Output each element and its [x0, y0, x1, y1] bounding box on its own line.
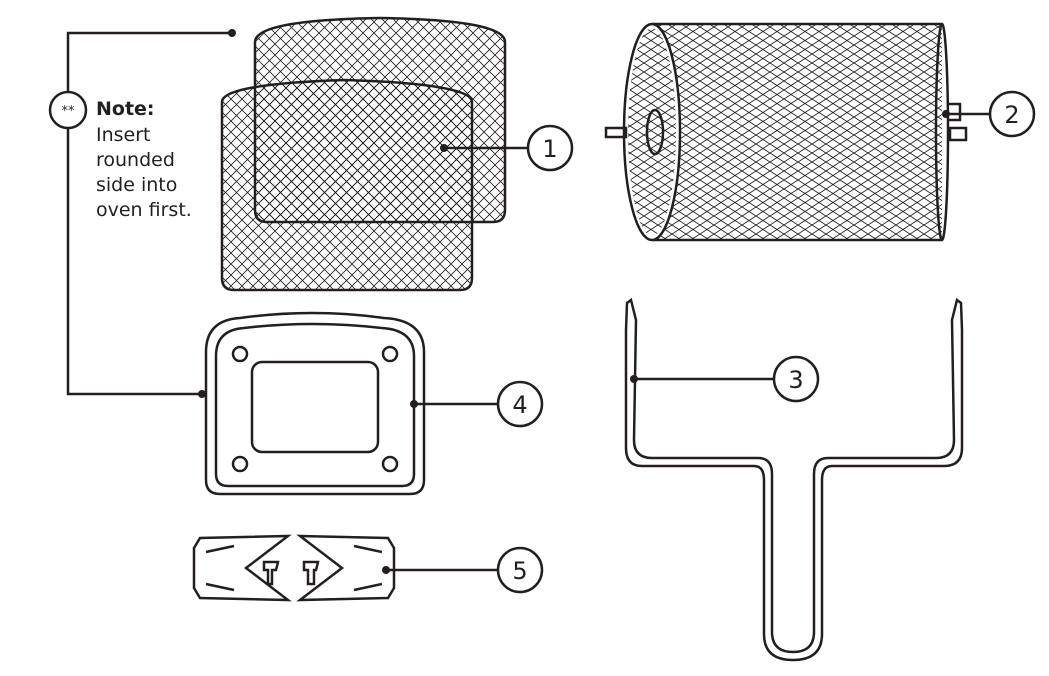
- callout-5-label: 5: [512, 557, 527, 585]
- callout-1: 1: [526, 124, 574, 172]
- note-text: Note: Insert rounded side into oven firs…: [96, 98, 192, 221]
- note-marker-text: **: [62, 104, 76, 119]
- callout-2-label: 2: [1004, 101, 1019, 129]
- note-line-4: oven first.: [96, 199, 192, 221]
- note-line-3: side into: [96, 174, 177, 196]
- note-title: Note:: [96, 98, 155, 120]
- callout-3-label: 3: [788, 366, 803, 394]
- rotisserie-fork-illustration: [624, 297, 964, 662]
- rotisserie-tongs-illustration: [192, 534, 396, 602]
- note-marker: **: [48, 90, 88, 130]
- note-line-1: Insert: [96, 124, 151, 146]
- rotisserie-basket-illustration: [604, 22, 968, 242]
- callout-3: 3: [772, 355, 820, 403]
- drip-tray-illustration: [204, 311, 426, 496]
- callout-4-label: 4: [512, 391, 527, 419]
- callout-2: 2: [988, 90, 1036, 138]
- callout-5: 5: [496, 546, 544, 594]
- note-line-2: rounded: [96, 149, 175, 171]
- mesh-tray-illustration: [220, 16, 507, 292]
- callout-4: 4: [496, 380, 544, 428]
- leader-lines: [382, 110, 990, 574]
- note-bracket: [66, 29, 236, 398]
- callout-1-label: 1: [542, 135, 557, 163]
